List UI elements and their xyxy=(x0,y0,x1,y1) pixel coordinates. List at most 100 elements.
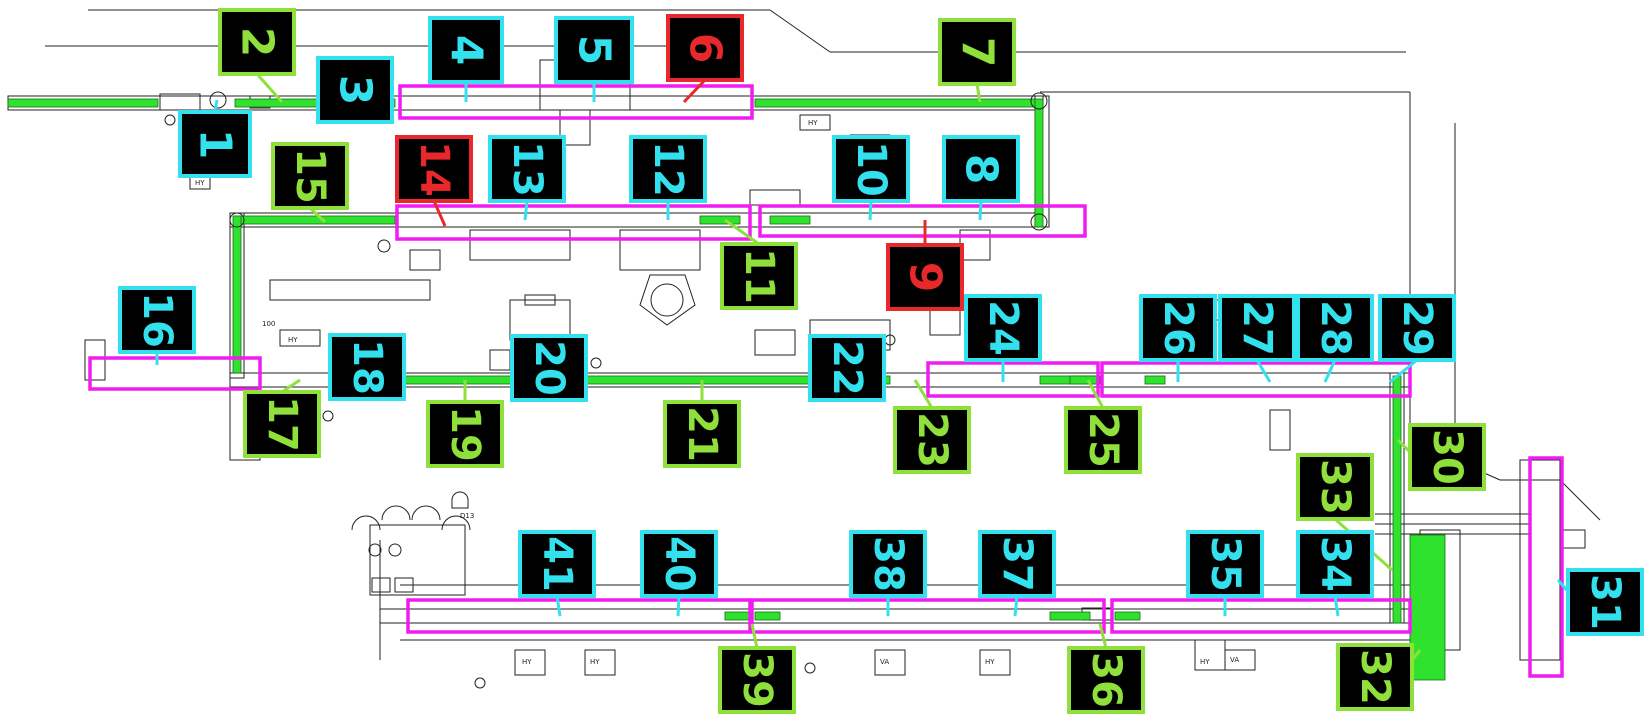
conveyor-segment xyxy=(234,215,396,225)
label-10: 10 xyxy=(832,135,910,203)
leader-line-2 xyxy=(255,73,284,103)
label-37: 37 xyxy=(978,530,1056,598)
leader-line-6 xyxy=(682,78,707,104)
leader-line-29 xyxy=(1389,358,1418,384)
label-number: 22 xyxy=(824,340,870,396)
label-box xyxy=(640,530,718,598)
conveyor-segment xyxy=(1114,611,1141,621)
leader-line-36 xyxy=(1098,623,1108,649)
label-number: 39 xyxy=(734,652,780,708)
label-box xyxy=(893,406,971,474)
label-box xyxy=(720,242,798,310)
leader-line-27 xyxy=(1255,359,1272,383)
label-box xyxy=(938,18,1016,86)
station-frame xyxy=(750,598,1106,634)
conveyor-segment xyxy=(329,375,891,385)
station-frame xyxy=(1100,361,1412,398)
label-box xyxy=(886,243,964,311)
label-number: 19 xyxy=(442,406,488,462)
label-number: 18 xyxy=(344,339,390,395)
label-number: 10 xyxy=(848,141,894,197)
label-11: 11 xyxy=(720,242,798,310)
label-box xyxy=(518,530,596,598)
label-4: 4 xyxy=(428,16,504,84)
label-number: 5 xyxy=(569,35,620,66)
label-number: 14 xyxy=(411,141,457,197)
label-number: 24 xyxy=(980,300,1026,356)
label-box xyxy=(243,390,321,458)
label-number: 36 xyxy=(1083,652,1129,708)
label-number: 40 xyxy=(656,536,702,592)
label-number: 3 xyxy=(330,75,381,106)
label-number: 23 xyxy=(909,412,955,468)
label-box xyxy=(395,135,473,203)
label-13: 13 xyxy=(488,135,566,203)
leader-line-7 xyxy=(975,83,982,103)
label-38: 38 xyxy=(849,530,927,598)
label-box xyxy=(964,294,1042,362)
label-box xyxy=(426,400,504,468)
label-14: 14 xyxy=(395,135,473,203)
tag-hy: HY xyxy=(985,658,995,666)
tag-va: VA xyxy=(1230,656,1239,664)
leader-line-28 xyxy=(1323,359,1337,383)
label-number: 35 xyxy=(1202,536,1248,592)
tag-d13: D13 xyxy=(460,512,474,520)
label-number: 32 xyxy=(1352,649,1398,705)
conveyor-segment xyxy=(699,215,741,225)
leader-line-25 xyxy=(1086,379,1105,409)
label-16: 16 xyxy=(118,286,196,354)
conveyor-segment xyxy=(724,611,751,621)
label-number: 15 xyxy=(287,148,333,204)
label-7: 7 xyxy=(938,18,1016,86)
label-number: 20 xyxy=(526,340,572,396)
conveyor-segment xyxy=(1049,611,1091,621)
label-31: 31 xyxy=(1566,568,1644,636)
label-21: 21 xyxy=(663,400,741,468)
label-5: 5 xyxy=(554,16,634,84)
label-box xyxy=(1064,406,1142,474)
label-34: 34 xyxy=(1296,530,1374,598)
label-9: 9 xyxy=(886,243,964,311)
station-frame xyxy=(398,84,754,120)
leader-line-23 xyxy=(913,379,934,409)
leader-line-8 xyxy=(978,200,983,221)
leader-line-13 xyxy=(523,200,529,221)
tag-hy: HY xyxy=(195,179,205,187)
label-number: 38 xyxy=(865,536,911,592)
label-number: 37 xyxy=(994,536,1040,592)
label-box xyxy=(1296,453,1374,521)
label-box xyxy=(1218,294,1296,362)
label-box xyxy=(1067,646,1145,714)
tag-100: 100 xyxy=(262,320,275,328)
label-number: 21 xyxy=(679,406,725,462)
label-number: 8 xyxy=(956,154,1007,185)
conveyors xyxy=(7,98,1446,681)
label-number: 7 xyxy=(952,37,1003,68)
label-box xyxy=(271,142,349,210)
label-25: 25 xyxy=(1064,406,1142,474)
label-41: 41 xyxy=(518,530,596,598)
label-number: 17 xyxy=(259,396,305,452)
label-18: 18 xyxy=(328,333,406,401)
label-22: 22 xyxy=(808,334,886,402)
label-number: 27 xyxy=(1234,300,1280,356)
label-box xyxy=(718,646,796,714)
leader-line-10 xyxy=(868,200,873,221)
label-number: 41 xyxy=(534,536,580,592)
label-number: 16 xyxy=(134,292,180,348)
station-frame xyxy=(1110,598,1412,634)
label-box xyxy=(663,400,741,468)
station-frame xyxy=(1528,456,1564,678)
conveyor-segment xyxy=(232,215,242,374)
label-box xyxy=(510,334,588,402)
conveyor-segment xyxy=(1144,375,1166,385)
station-frame xyxy=(926,361,1100,398)
label-box xyxy=(832,135,910,203)
leader-line-41 xyxy=(555,595,562,617)
label-number: 34 xyxy=(1312,536,1358,592)
leader-line-11 xyxy=(724,218,760,246)
label-12: 12 xyxy=(629,135,707,203)
leader-line-37 xyxy=(1013,595,1019,617)
